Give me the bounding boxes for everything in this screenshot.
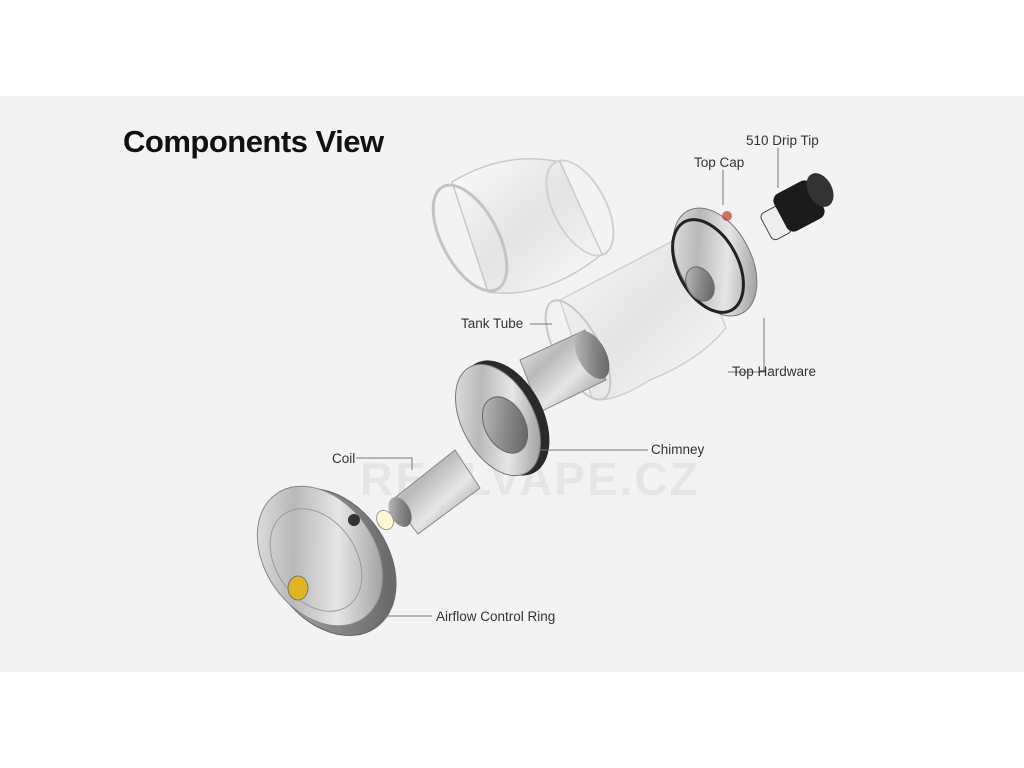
leader-lines: [356, 148, 779, 617]
airflow-ring: [256, 485, 397, 636]
label-drip-tip: 510 Drip Tip: [746, 133, 819, 148]
label-top-hardware: Top Hardware: [732, 364, 817, 379]
label-airflow-ring: Airflow Control Ring: [436, 609, 556, 624]
coil: [376, 449, 481, 535]
label-tank-tube: Tank Tube: [461, 316, 524, 331]
leader-coil: [356, 457, 413, 470]
label-chimney: Chimney: [651, 442, 705, 457]
bubble-glass: [431, 157, 615, 294]
page-title: Components View: [123, 124, 384, 159]
top-hardware: [671, 207, 758, 317]
label-coil: Coil: [332, 451, 356, 466]
leader-top-hardware: [728, 318, 765, 373]
chimney: [455, 329, 610, 477]
drip-tip: [760, 173, 834, 241]
label-top-cap: Top Cap: [694, 155, 745, 170]
